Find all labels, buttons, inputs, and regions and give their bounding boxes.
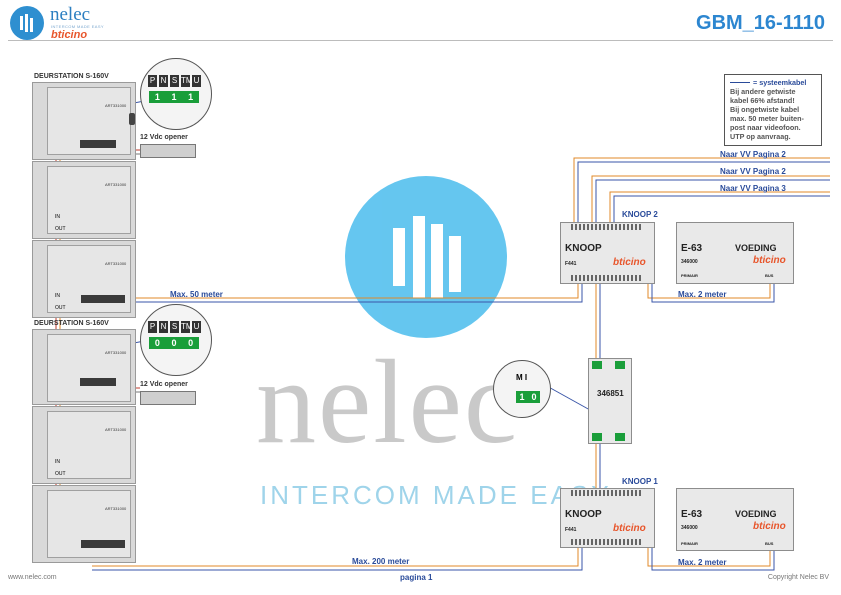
psu-bottom: E-63 VOEDING 346000 bticino PRIMAIR BUS xyxy=(676,488,794,551)
door-module-2c: ART331000 xyxy=(32,485,136,563)
door-module-1c: ART331000 IN OUT xyxy=(32,240,136,318)
opener-label-2: 12 Vdc opener xyxy=(140,381,188,388)
run-top-orange xyxy=(108,283,579,299)
door-module-1b: ART331000 IN OUT xyxy=(32,161,136,239)
page-number: pagina 1 xyxy=(400,573,433,582)
watermark-circle xyxy=(345,176,507,338)
door-station-2-label: DEURSTATION S-160V xyxy=(34,320,109,327)
door-module-1a: ART331000 xyxy=(32,82,136,160)
destination-3: Naar VV Pagina 3 xyxy=(720,184,786,193)
header-divider xyxy=(8,40,833,41)
distance-psu-top: Max. 2 meter xyxy=(678,290,727,299)
run-bottom-orange xyxy=(92,546,579,567)
knoop1-label: KNOOP 1 xyxy=(622,477,658,486)
distance-top-run: Max. 50 meter xyxy=(170,290,223,299)
door-opener-2 xyxy=(140,391,196,405)
door-station-1-label: DEURSTATION S-160V xyxy=(34,73,109,80)
destination-2: Naar VV Pagina 2 xyxy=(720,167,786,176)
brand-name: nelec xyxy=(50,4,91,25)
knoop2-device: KNOOP F441 bticino xyxy=(560,222,655,284)
door-opener-1 xyxy=(140,144,196,158)
run-bottom-blue xyxy=(92,546,583,571)
knoop2-label: KNOOP 2 xyxy=(622,210,658,219)
interface-zoom-code: 1 0 xyxy=(516,391,540,403)
brand-tagline: INTERCOM MADE EASY xyxy=(51,24,104,29)
interface-code: 346851 xyxy=(597,389,624,398)
psu-top: E-63 VOEDING 346000 bticino PRIMAIR BUS xyxy=(676,222,794,284)
watermark-sub: INTERCOM MADE EASY xyxy=(260,480,612,510)
terminal-zoom-2: P N S TM U 0 0 0 xyxy=(140,304,212,376)
door-module-2a: ART331000 xyxy=(32,329,136,405)
nelec-logo-icon xyxy=(10,6,44,40)
run-top-blue xyxy=(108,283,583,303)
document-title: GBM_16-1110 xyxy=(696,12,825,34)
distance-bottom-run: Max. 200 meter xyxy=(352,557,410,566)
cable-note: = systeemkabel Bij andere getwiste kabel… xyxy=(724,74,822,146)
terminal-zoom-1: P N S TM U 1 1 1 xyxy=(140,58,212,130)
destination-1: Naar VV Pagina 2 xyxy=(720,150,786,159)
interface-346851: 346851 xyxy=(588,358,632,444)
module-art: ART331000 xyxy=(105,103,127,108)
terminal-strip-2 xyxy=(80,378,116,386)
footer-website: www.nelec.com xyxy=(8,574,57,581)
note-legend-text: = systeemkabel xyxy=(753,78,807,87)
sub-brand: bticino xyxy=(51,29,88,41)
knoop1-device: KNOOP F441 bticino xyxy=(560,488,655,548)
opener-label-1: 12 Vdc opener xyxy=(140,134,188,141)
distance-psu-bottom: Max. 2 meter xyxy=(678,558,727,567)
address-code-2: 0 0 0 xyxy=(149,337,199,349)
interface-zoom: M I 1 0 xyxy=(493,360,551,418)
door-module-2b: ART331000 IN OUT xyxy=(32,406,136,484)
address-code-1: 1 1 1 xyxy=(149,91,199,103)
terminal-strip xyxy=(81,295,125,303)
module-knob xyxy=(129,113,135,125)
footer-copyright: Copyright Nelec BV xyxy=(767,574,829,581)
watermark-word: nelec xyxy=(256,335,520,468)
terminal-strip-1 xyxy=(80,140,116,148)
